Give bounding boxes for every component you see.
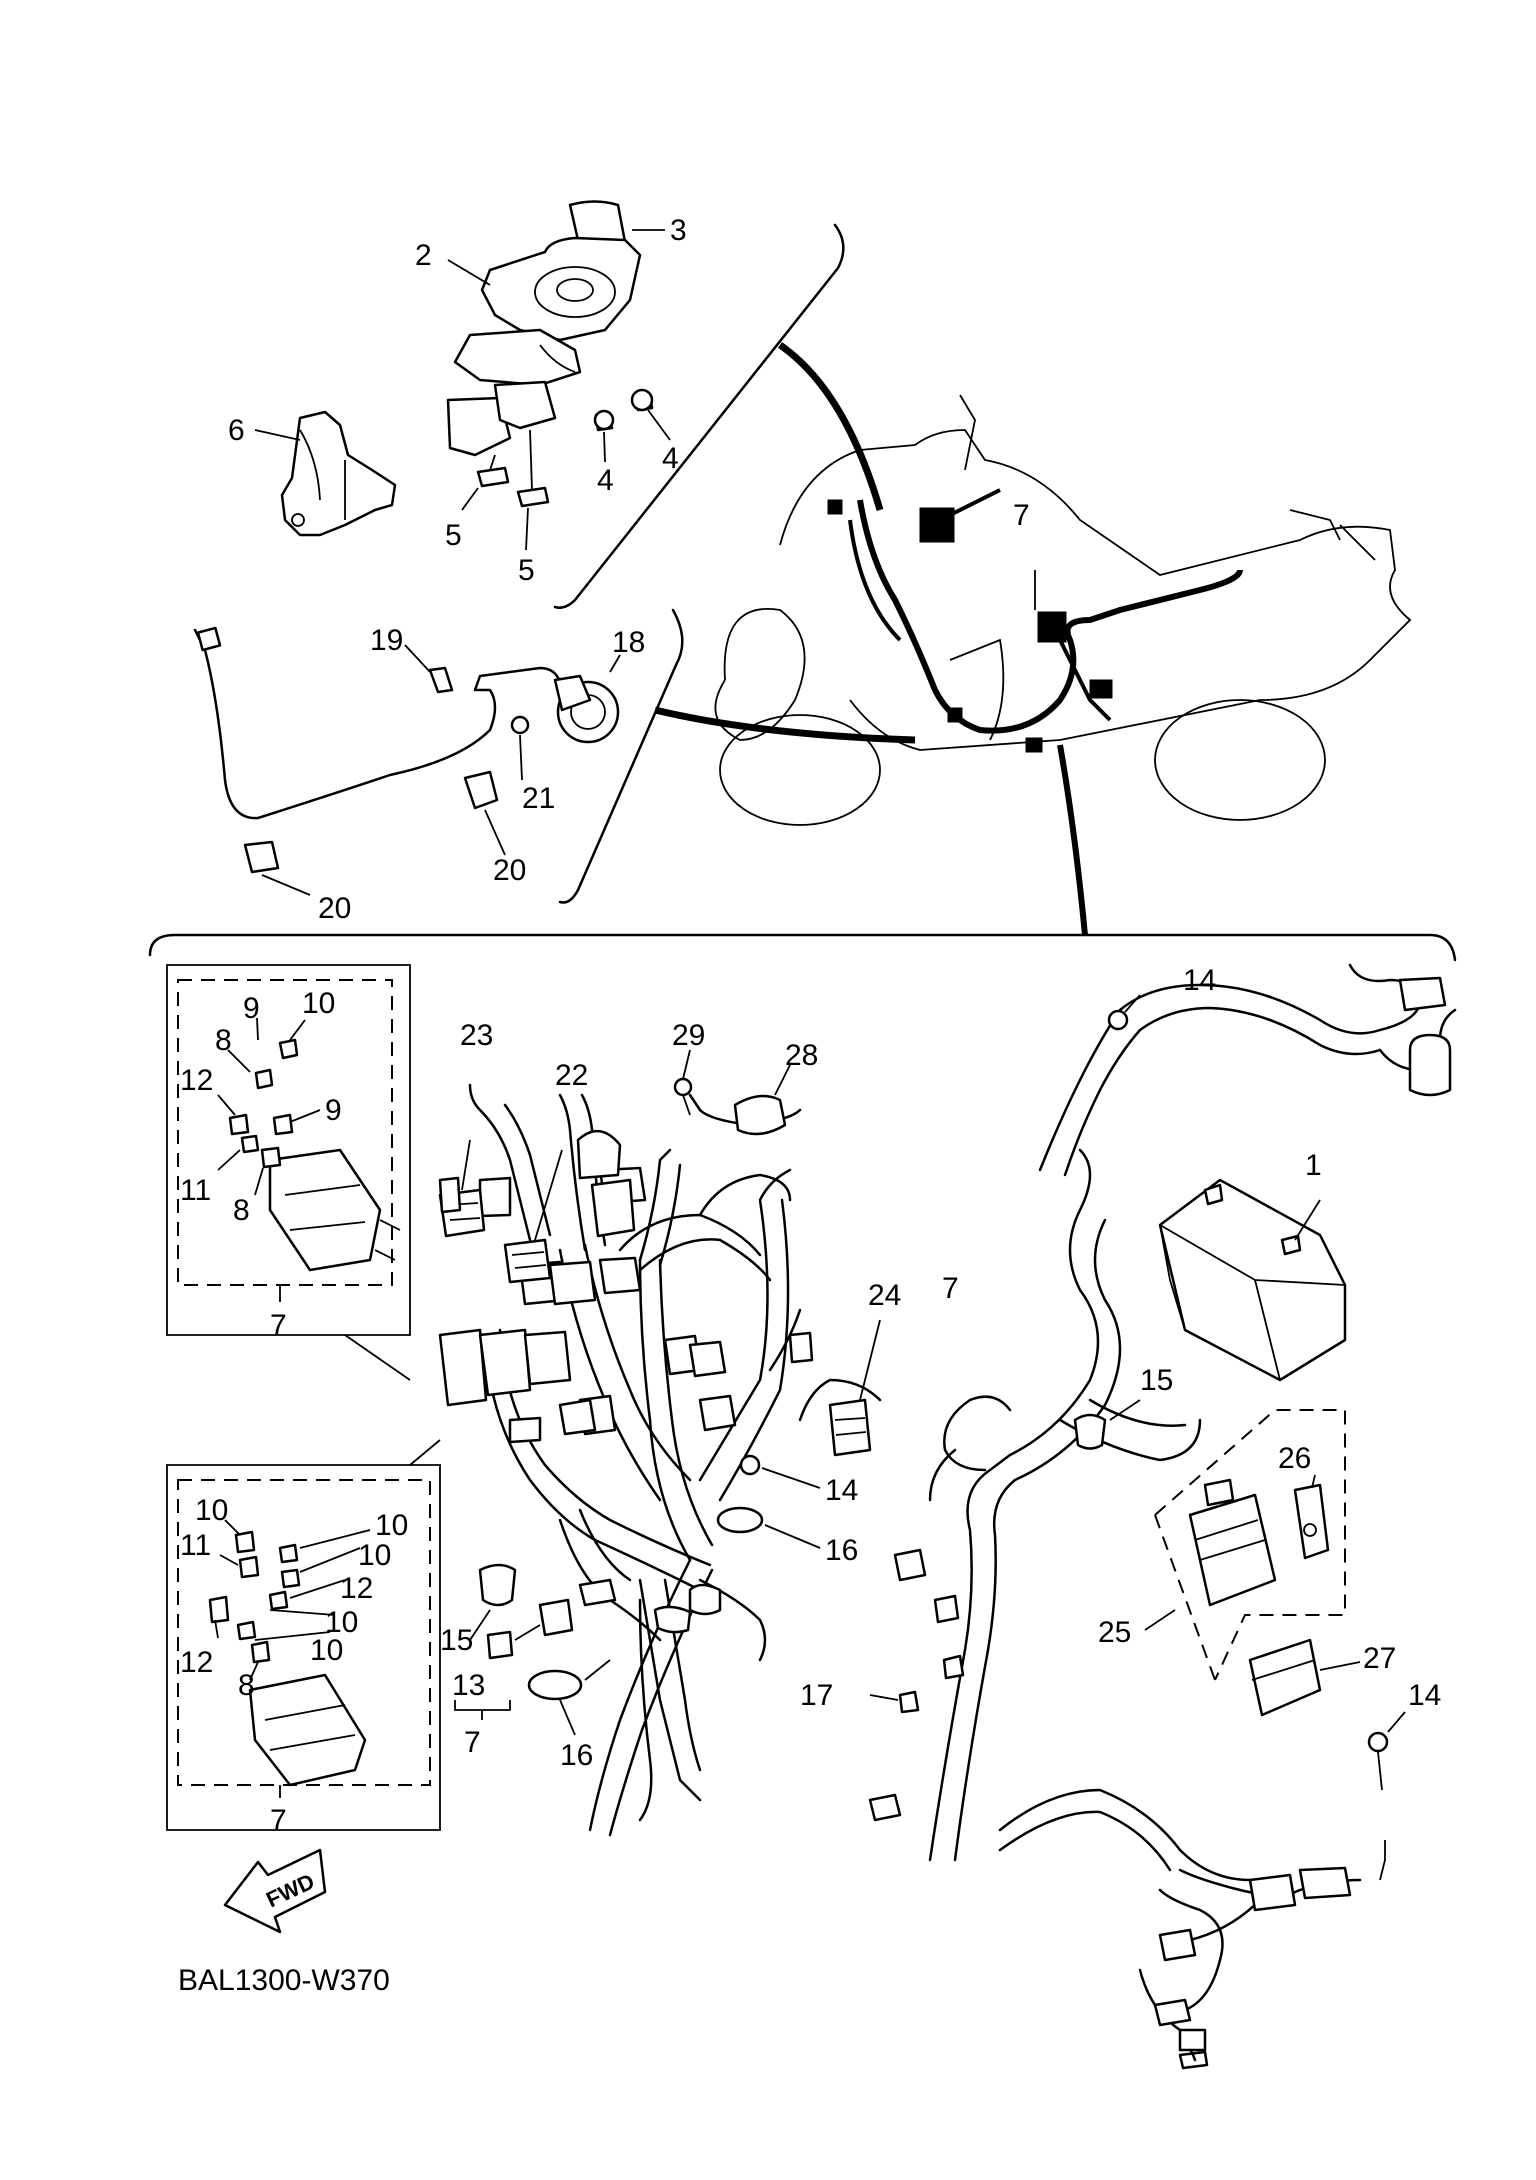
part-label-4b: 4 [597,464,614,497]
part-label-14a: 14 [1183,964,1216,997]
part-label-14b: 14 [825,1474,858,1507]
part-label-20a: 20 [493,854,526,887]
inset2-label-10e: 10 [310,1634,343,1667]
part-label-18: 18 [612,626,645,659]
main-switch-assembly [446,200,654,508]
part-label-7-scooter: 7 [1013,499,1030,532]
part-label-5b: 5 [518,554,535,587]
part-label-29: 29 [672,1019,705,1052]
part-label-14c: 14 [1408,1679,1441,1712]
main-harness [468,963,1457,2070]
scooter-harness [827,488,1243,753]
part-label-2: 2 [415,239,432,272]
ecu-group [1144,1409,1361,1717]
part-label-26: 26 [1278,1442,1311,1475]
part-label-28: 28 [785,1039,818,1072]
part-labels: 3 2 6 4 4 5 5 7 19 18 21 20 20 14 23 22 … [178,214,1441,1997]
leaders-top [254,229,671,551]
inset2-label-10a: 10 [195,1494,228,1527]
fwd-arrow-icon: FWD [223,1848,327,1934]
part-label-23: 23 [460,1019,493,1052]
inset1-label-10: 10 [302,987,335,1020]
inset2-label-10d: 10 [325,1606,358,1639]
part-label-15a: 15 [1140,1364,1173,1397]
harness-parts [438,994,1406,2052]
section-dividers [148,223,1457,962]
part-label-5a: 5 [445,519,462,552]
inset1-label-7: 7 [270,1309,287,1342]
inset2-label-12a: 12 [340,1572,373,1605]
diagram-code: BAL1300-W370 [178,1964,390,1997]
inset1-label-8a: 8 [215,1024,232,1057]
inset1-label-9a: 9 [243,992,260,1025]
inset2-label-12b: 12 [180,1646,213,1679]
inset2-label-11: 11 [180,1529,211,1562]
part-label-21: 21 [522,782,555,815]
part-label-16a: 16 [825,1534,858,1567]
part-label-7-sub: 7 [464,1726,481,1759]
inset2-label-10c: 10 [358,1539,391,1572]
part-label-17: 17 [800,1679,833,1712]
part-label-22: 22 [555,1059,588,1092]
inset2-label-8: 8 [238,1669,255,1702]
part-label-27: 27 [1363,1642,1396,1675]
part-label-3: 3 [670,214,687,247]
part-label-4a: 4 [662,442,679,475]
battery-part-1 [1158,1178,1347,1382]
part-label-19: 19 [370,624,403,657]
inset1-label-8b: 8 [233,1194,250,1227]
part-label-20b: 20 [318,892,351,925]
cover-part-6 [280,410,397,537]
inset-fuse-box-upper [166,964,411,1381]
scooter-silhouette [714,394,1412,826]
part-label-13: 13 [452,1669,485,1702]
inset1-label-12: 12 [180,1064,213,1097]
part-label-15b: 15 [440,1624,473,1657]
part-label-24: 24 [868,1279,901,1312]
part-label-25: 25 [1098,1616,1131,1649]
inset2-label-7: 7 [270,1804,287,1837]
inset2-label-10b: 10 [375,1509,408,1542]
part-label-1: 1 [1305,1149,1322,1182]
part-label-16b: 16 [560,1739,593,1772]
inset1-label-11: 11 [180,1174,211,1207]
inset1-label-9b: 9 [325,1094,342,1127]
part-label-6: 6 [228,414,245,447]
horn-and-lead-assembly [193,626,621,896]
inset-fuse-box-lower [166,1439,441,1831]
part-label-7-main: 7 [942,1272,959,1305]
